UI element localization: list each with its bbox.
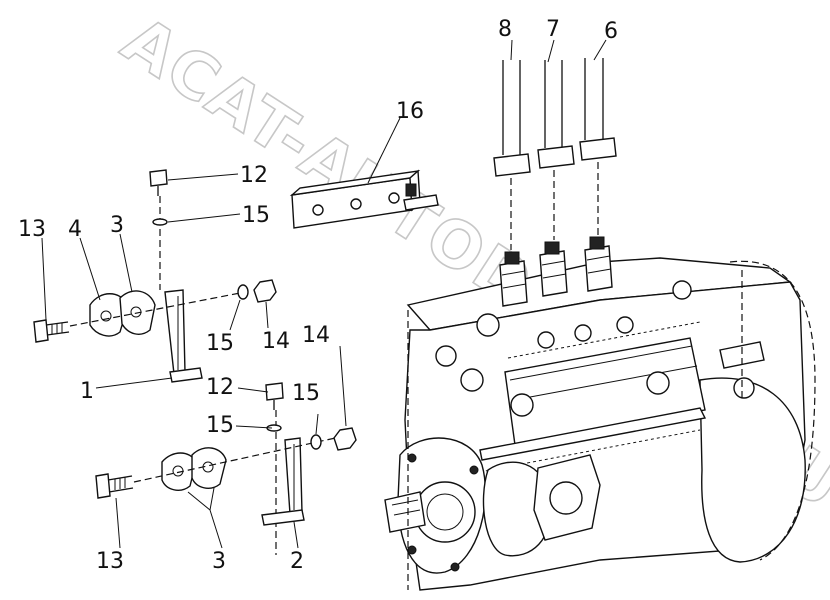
label-part-3-lower: 3 <box>212 549 226 574</box>
label-part-14-lower: 14 <box>302 323 330 348</box>
label-part-3-upper: 3 <box>110 213 124 238</box>
label-part-6: 6 <box>604 19 618 44</box>
upper-bracket-assembly <box>33 169 277 383</box>
callout-labels: 8 7 6 16 12 15 13 4 3 15 14 14 1 12 15 1… <box>18 17 618 574</box>
label-part-14-upper: 14 <box>262 329 290 354</box>
label-part-4: 4 <box>68 217 82 242</box>
label-part-15-upper: 15 <box>242 203 270 228</box>
pump-body <box>384 257 816 591</box>
label-part-1: 1 <box>80 379 94 404</box>
leader-lines <box>41 39 607 549</box>
label-part-13-lower: 13 <box>96 549 124 574</box>
part-16-block <box>289 169 439 229</box>
label-part-15-lower: 15 <box>206 413 234 438</box>
label-part-13-upper: 13 <box>18 217 46 242</box>
label-part-16: 16 <box>396 99 424 124</box>
label-part-12-upper: 12 <box>240 163 268 188</box>
label-part-7: 7 <box>546 17 560 42</box>
label-part-15-right: 15 <box>292 381 320 406</box>
label-part-15-mid: 15 <box>206 331 234 356</box>
fuel-pipes <box>493 58 617 250</box>
label-part-2: 2 <box>290 549 304 574</box>
lower-bracket-assembly <box>95 382 357 555</box>
label-part-12-lower: 12 <box>206 375 234 400</box>
label-part-8: 8 <box>498 17 512 42</box>
delivery-valve-fittings <box>499 236 613 307</box>
